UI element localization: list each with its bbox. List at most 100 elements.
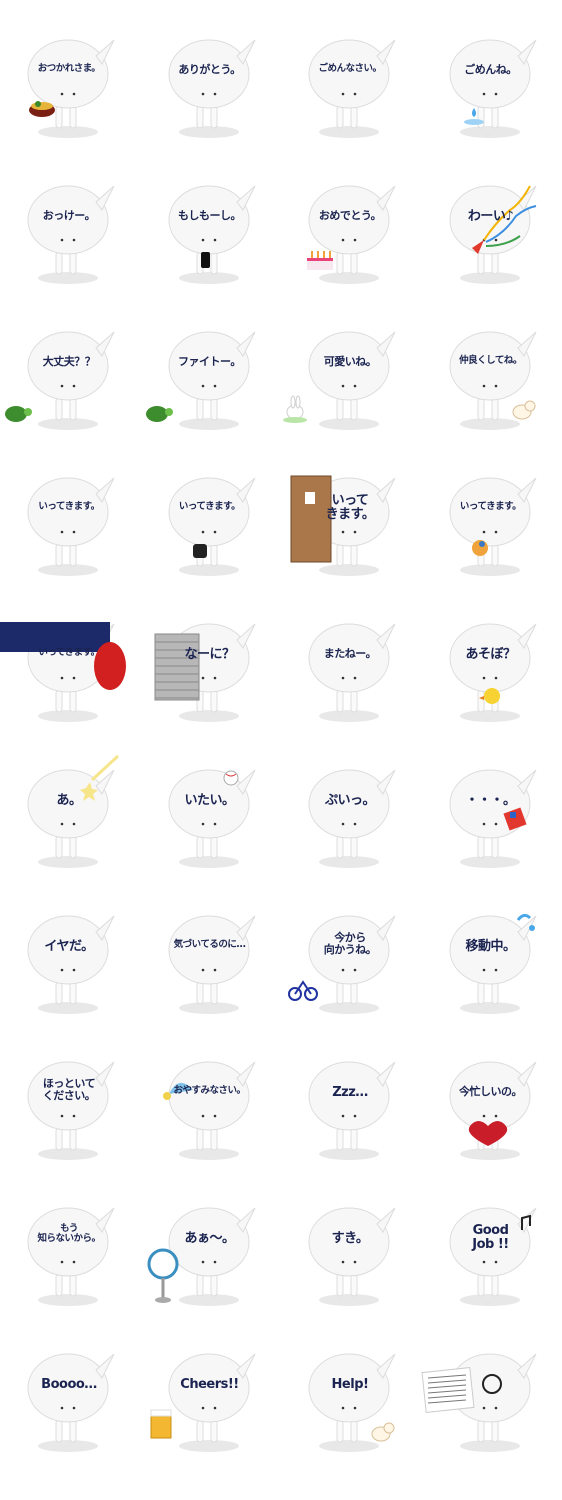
sticker[interactable]: あ。 xyxy=(0,750,141,896)
sticker-caption: 今から 向かうね。 xyxy=(323,931,377,957)
sticker-caption: もう 知らないから。 xyxy=(37,1223,101,1245)
sticker[interactable]: またねー。 xyxy=(281,604,422,750)
character-body xyxy=(168,915,255,1005)
sticker[interactable]: 今忙しいの。 xyxy=(422,1042,562,1188)
bubble-head xyxy=(449,331,530,401)
sticker[interactable]: Good Job !! xyxy=(422,1188,562,1334)
sticker[interactable]: 今から 向かうね。 xyxy=(281,896,422,1042)
sticker[interactable]: あぁ～。 xyxy=(141,1188,282,1334)
sticker[interactable]: ファイトー。 xyxy=(141,312,282,458)
ground-shadow xyxy=(319,1002,379,1014)
eye xyxy=(341,676,345,680)
bubble-head xyxy=(27,1353,109,1423)
sticker-character xyxy=(283,331,396,430)
sticker[interactable]: いってきます。 xyxy=(141,458,282,604)
sticker[interactable]: 移動中。 xyxy=(422,896,562,1042)
bubble-tail xyxy=(95,769,115,795)
lantern-icon xyxy=(0,622,126,690)
sticker[interactable]: 気づいてるのに… xyxy=(141,896,282,1042)
eye xyxy=(72,1260,76,1264)
sticker[interactable]: すき。 xyxy=(281,1188,422,1334)
eye xyxy=(213,530,216,534)
sticker[interactable]: いたい。 xyxy=(141,750,282,896)
eye xyxy=(341,1114,345,1118)
character-body xyxy=(27,477,115,567)
sticker[interactable]: 可愛いね。 xyxy=(281,312,422,458)
bubble-head xyxy=(308,331,390,401)
eye xyxy=(353,530,357,534)
eye xyxy=(482,530,485,534)
sticker[interactable]: おやすみなさい。 xyxy=(141,1042,282,1188)
bubble-tail xyxy=(235,769,255,795)
ground-shadow xyxy=(319,418,379,430)
sticker[interactable]: なーに？ xyxy=(141,604,282,750)
sticker-character xyxy=(27,1061,115,1160)
eye xyxy=(201,530,204,534)
eye xyxy=(353,1260,357,1264)
sticker-caption: ぷいっ。 xyxy=(324,793,376,808)
bubble-tail xyxy=(95,915,115,941)
sticker[interactable]: ぷいっ。 xyxy=(281,750,422,896)
sticker[interactable]: 仲良くしてね。 xyxy=(422,312,562,458)
character-body xyxy=(168,1061,255,1151)
bubble-head xyxy=(168,769,249,839)
sticker-caption: いってきます。 xyxy=(38,647,100,658)
sticker[interactable]: Zzz… xyxy=(281,1042,422,1188)
sticker[interactable]: いってきます。 xyxy=(422,458,562,604)
sticker[interactable]: ごめんなさい。 xyxy=(281,20,422,166)
eye xyxy=(482,1114,485,1118)
bubble-tail xyxy=(516,477,536,503)
eye xyxy=(60,676,64,680)
sticker[interactable] xyxy=(420,1334,562,1480)
eye xyxy=(341,92,345,96)
sticker[interactable]: ありがとう。 xyxy=(141,20,282,166)
character-body xyxy=(449,185,536,275)
sticker[interactable]: ほっといて ください。 xyxy=(0,1042,141,1188)
eye xyxy=(201,822,204,826)
splash-icon xyxy=(516,913,535,931)
sticker[interactable]: イヤだ。 xyxy=(0,896,141,1042)
sticker-caption: すき。 xyxy=(331,1231,369,1246)
sticker[interactable]: おめでとう。 xyxy=(281,166,422,312)
heart-icon xyxy=(468,1121,507,1146)
sticker[interactable]: ごめんね。 xyxy=(422,20,562,166)
ground-shadow xyxy=(459,1148,520,1160)
character-body xyxy=(449,1207,536,1297)
sticker-caption: おめでとう。 xyxy=(318,209,382,222)
sticker[interactable]: もしもーし。 xyxy=(141,166,282,312)
sticker[interactable]: あそぼ？ xyxy=(422,604,562,750)
sticker-caption: 仲良くしてね。 xyxy=(459,355,522,366)
sticker-caption: Good Job !! xyxy=(472,1223,509,1253)
eye xyxy=(201,238,204,242)
fan-icon xyxy=(147,1248,178,1303)
sticker-caption: Help! xyxy=(331,1377,369,1392)
sticker[interactable]: おっけー。 xyxy=(0,166,141,312)
bubble-head xyxy=(449,477,530,547)
bubble-head xyxy=(27,185,109,255)
sticker[interactable]: Cheers!! xyxy=(141,1334,282,1480)
sticker[interactable]: ・・・。 xyxy=(422,750,562,896)
eye xyxy=(341,530,345,534)
sticker[interactable]: わーい♪ xyxy=(422,166,562,312)
ground-shadow xyxy=(319,1440,379,1452)
sticker[interactable]: おつかれさま。 xyxy=(0,20,141,166)
bubble-head xyxy=(27,1207,109,1277)
cake-icon xyxy=(307,251,333,270)
character-body xyxy=(449,769,536,859)
character-body xyxy=(27,1353,115,1443)
sticker[interactable]: いって きます。 xyxy=(281,458,422,604)
bubble-head xyxy=(27,39,109,109)
sticker[interactable]: いってきます。 xyxy=(0,604,141,750)
ground-shadow xyxy=(459,1002,520,1014)
sticker[interactable]: もう 知らないから。 xyxy=(0,1188,141,1334)
character-body xyxy=(168,331,255,421)
sticker-caption: 気づいてるのに… xyxy=(173,939,246,950)
eye xyxy=(353,968,357,972)
bubble-head xyxy=(27,331,109,401)
sticker[interactable]: 大丈夫？？ xyxy=(0,312,141,458)
sticker[interactable]: いってきます。 xyxy=(0,458,141,604)
sticker[interactable]: Boooo… xyxy=(0,1334,141,1480)
eye xyxy=(494,92,497,96)
sticker[interactable]: Help! xyxy=(281,1334,422,1480)
ground-shadow xyxy=(319,272,379,284)
